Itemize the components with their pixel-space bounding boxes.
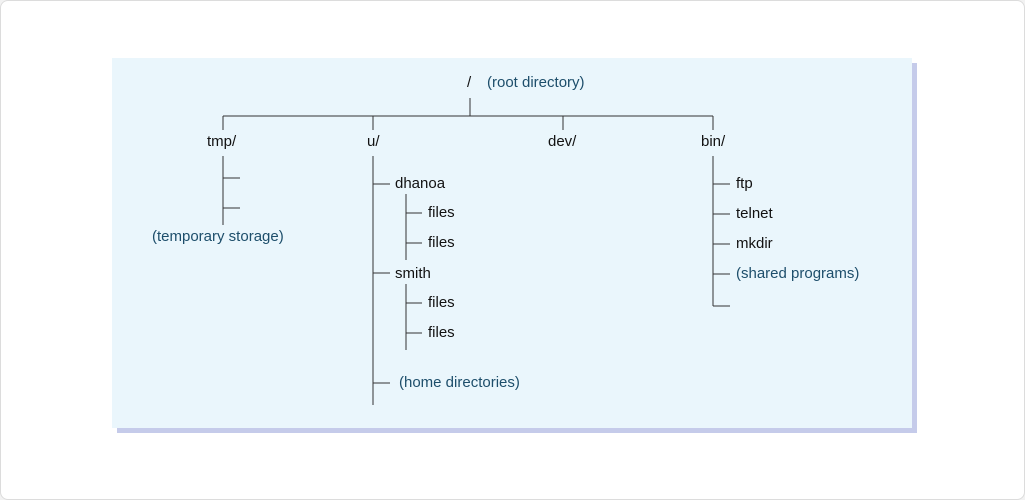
dhanoa-file-1: files — [428, 204, 455, 221]
root-note: (root directory) — [487, 74, 585, 91]
root-label: / — [467, 74, 472, 91]
dhanoa-file-2: files — [428, 234, 455, 251]
tmp-note: (temporary storage) — [152, 228, 284, 245]
bin-item-mkdir: mkdir — [736, 235, 773, 252]
dir-dev: dev/ — [548, 133, 577, 150]
bin-note: (shared programs) — [736, 265, 860, 282]
user-dhanoa: dhanoa — [395, 175, 446, 192]
smith-file-1: files — [428, 294, 455, 311]
dir-u: u/ — [367, 133, 380, 150]
bin-item-ftp: ftp — [736, 175, 753, 192]
diagram-panel — [112, 58, 912, 428]
dir-bin: bin/ — [701, 133, 726, 150]
u-note: (home directories) — [399, 374, 520, 391]
dir-tmp: tmp/ — [207, 133, 237, 150]
bin-item-telnet: telnet — [736, 205, 773, 222]
user-smith: smith — [395, 265, 431, 282]
smith-file-2: files — [428, 324, 455, 341]
